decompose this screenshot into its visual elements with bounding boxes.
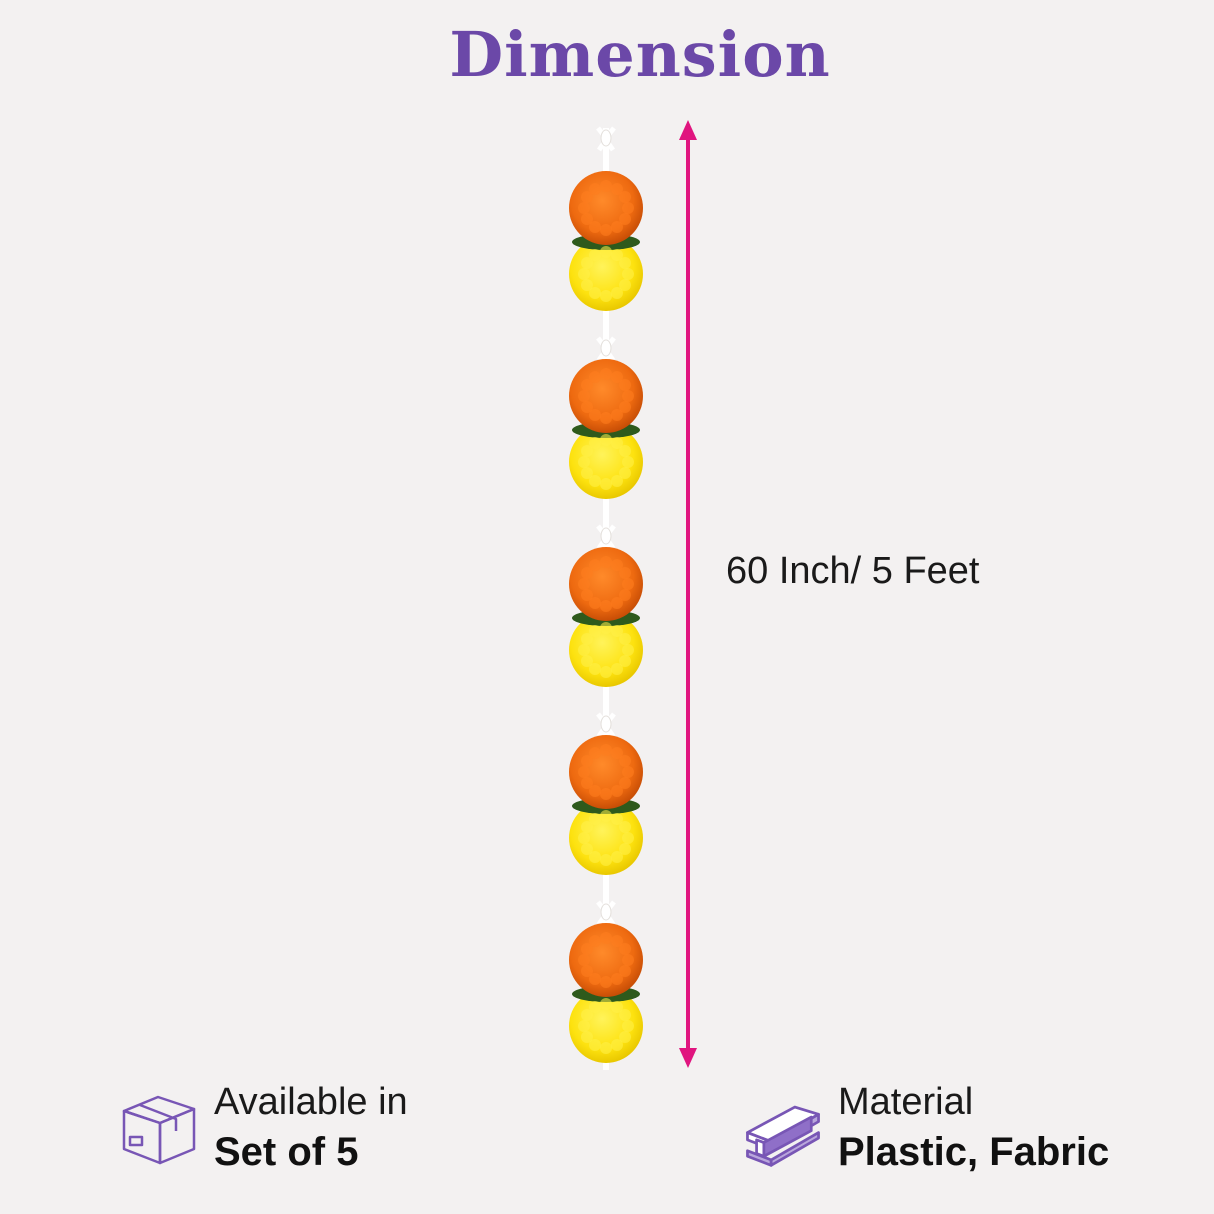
material-info: Material Plastic, Fabric bbox=[742, 1078, 1109, 1178]
orange-flower bbox=[569, 359, 643, 433]
yellow-flower bbox=[569, 989, 643, 1063]
yellow-flower bbox=[569, 237, 643, 311]
availability-info: Available in Set of 5 bbox=[118, 1078, 408, 1178]
garland-unit bbox=[569, 735, 643, 875]
yellow-flower bbox=[569, 613, 643, 687]
marigold-garland-image bbox=[569, 126, 643, 1070]
box-icon bbox=[122, 1095, 196, 1165]
height-arrow bbox=[679, 120, 697, 1068]
orange-flower bbox=[569, 923, 643, 997]
bead bbox=[596, 524, 616, 550]
yellow-flower bbox=[569, 425, 643, 499]
bead bbox=[596, 712, 616, 738]
yellow-flower bbox=[569, 801, 643, 875]
material-value: Plastic, Fabric bbox=[838, 1130, 1110, 1174]
bead bbox=[596, 900, 616, 926]
top-bead bbox=[596, 126, 616, 152]
garland-unit bbox=[569, 923, 643, 1063]
garland-unit bbox=[569, 547, 643, 687]
material-heading: Material bbox=[838, 1081, 974, 1123]
page-title: Dimension bbox=[449, 18, 831, 91]
beam-icon bbox=[746, 1105, 820, 1167]
orange-flower bbox=[569, 171, 643, 245]
garland-unit bbox=[569, 359, 643, 499]
dimension-label: 60 Inch/ 5 Feet bbox=[726, 550, 980, 592]
bead bbox=[596, 336, 616, 362]
garland-unit bbox=[569, 171, 643, 311]
availability-value: Set of 5 bbox=[214, 1130, 359, 1174]
orange-flower bbox=[569, 547, 643, 621]
availability-heading: Available in bbox=[214, 1081, 408, 1123]
orange-flower bbox=[569, 735, 643, 809]
